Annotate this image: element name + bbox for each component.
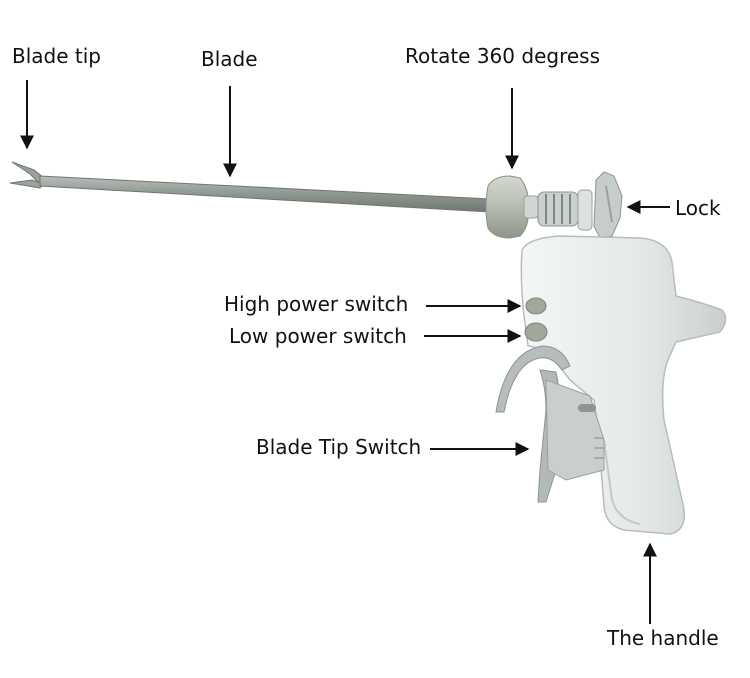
coupling xyxy=(537,189,593,231)
rotation-knob xyxy=(485,175,539,239)
blade-tip-jaws xyxy=(9,161,45,189)
label-lock: Lock xyxy=(675,196,721,220)
label-rotate: Rotate 360 degress xyxy=(405,44,600,68)
label-blade: Blade xyxy=(201,47,258,71)
label-high-power-switch: High power switch xyxy=(224,292,409,316)
label-blade-tip: Blade tip xyxy=(12,44,101,68)
blade-shaft xyxy=(39,175,491,213)
lock-mechanism xyxy=(593,171,623,239)
low-power-button xyxy=(524,322,548,342)
label-handle: The handle xyxy=(607,626,719,650)
label-blade-tip-switch: Blade Tip Switch xyxy=(256,435,422,459)
high-power-button xyxy=(525,297,547,315)
label-low-power-switch: Low power switch xyxy=(229,324,407,348)
trigger-lever xyxy=(495,345,605,503)
